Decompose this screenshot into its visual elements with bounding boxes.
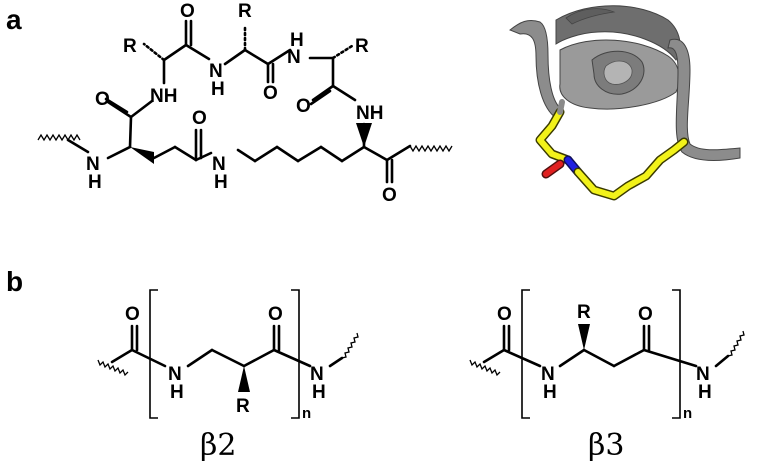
atom-n-7: N <box>212 154 226 175</box>
beta3-caption: β3 <box>588 428 624 463</box>
atom-o-top2: O <box>263 83 278 104</box>
wavy-beta2-right <box>341 332 359 359</box>
beta3-atom-h-left: H <box>543 382 557 403</box>
atom-o-left: O <box>95 89 110 110</box>
atom-h-3: H <box>211 79 225 100</box>
atom-n-left: N <box>86 154 100 175</box>
beta2-atom-o-left: O <box>125 304 140 325</box>
beta2-subscript-n: n <box>302 405 311 422</box>
macrocycle-structure: N H O NH R O N H R O H N R <box>37 1 453 206</box>
beta3-bracket-left <box>521 289 530 419</box>
beta3-structure: O N H R O n N H β3 <box>469 289 745 463</box>
ribbon-segment-left <box>509 19 561 119</box>
sidechain-sticks <box>535 99 689 201</box>
beta3-atom-n-left: N <box>541 364 555 385</box>
atom-h-5: H <box>290 30 304 51</box>
beta2-wedge <box>238 366 250 392</box>
oxygen-stick <box>543 161 563 177</box>
r-label-2: R <box>238 1 252 22</box>
beta2-atom-n-right: N <box>310 364 324 385</box>
beta3-atom-o-right: O <box>638 304 653 325</box>
beta3-atom-h-right: H <box>698 382 712 403</box>
atom-o-bridge: O <box>192 108 207 129</box>
wavy-beta3-left <box>469 359 501 377</box>
wavy-beta2-left <box>97 359 129 377</box>
beta2-atom-o-right: O <box>268 304 283 325</box>
beta2-bracket-right <box>291 289 300 419</box>
atom-n-3: N <box>209 61 223 82</box>
beta2-atom-h-left: H <box>170 382 184 403</box>
beta2-caption: β2 <box>200 428 236 463</box>
beta3-wedge <box>578 324 590 350</box>
atom-o-top1: O <box>180 1 195 22</box>
beta2-r: R <box>236 396 250 417</box>
helix-ribbon-render <box>509 5 741 161</box>
atom-n-5: N <box>287 47 301 68</box>
wavy-beta3-right <box>727 330 745 357</box>
panel-label-a: a <box>6 4 22 35</box>
atom-nh-6: NH <box>356 103 383 124</box>
ribbon-helix-back <box>555 5 681 61</box>
beta2-structure: O N H R O n N H β2 <box>97 289 359 463</box>
ribbon-segment-right <box>667 38 741 161</box>
atom-h-left: H <box>88 172 102 193</box>
wedge-bond-lys <box>356 123 372 147</box>
atom-o-bottom: O <box>382 185 397 206</box>
wavy-terminus-left <box>37 133 81 142</box>
beta2-atom-n-left: N <box>168 364 182 385</box>
atom-h-7: H <box>214 172 228 193</box>
beta3-atom-o-left: O <box>497 304 512 325</box>
atom-o-right: O <box>296 96 311 117</box>
beta3-subscript-n: n <box>683 405 692 422</box>
beta2-bracket-left <box>149 289 158 419</box>
beta2-atom-h-right: H <box>312 382 326 403</box>
r-label-3: R <box>355 36 369 57</box>
wedge-bond-asp <box>130 147 154 164</box>
r-label-1: R <box>123 36 137 57</box>
panel-label-b: b <box>6 266 23 297</box>
wavy-terminus-right <box>409 144 453 153</box>
beta3-atom-n-right: N <box>696 364 710 385</box>
beta3-r: R <box>577 302 591 323</box>
atom-nh-2: NH <box>150 86 177 107</box>
beta3-bracket-right <box>672 289 681 419</box>
